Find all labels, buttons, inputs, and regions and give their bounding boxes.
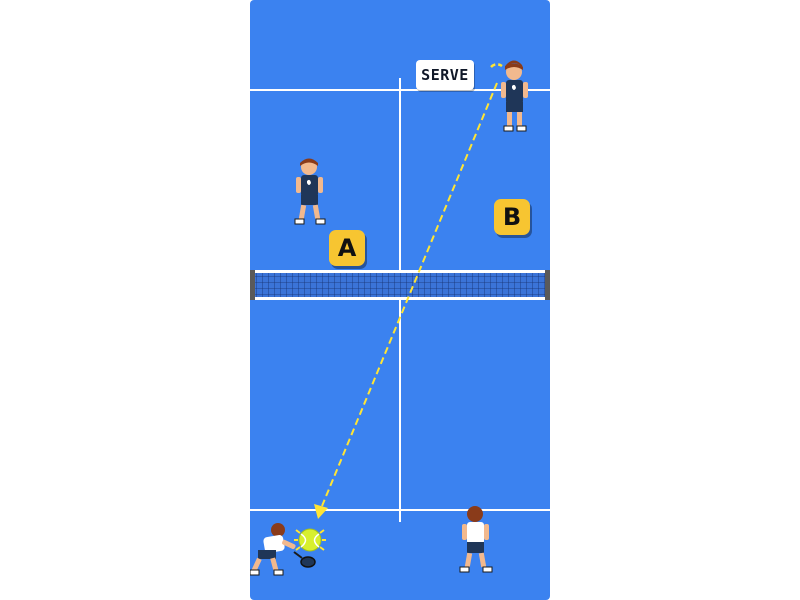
returner-player [250,523,316,576]
near-center-line [399,298,401,522]
zone-b-label: B [494,199,530,235]
near-right-player [459,506,493,573]
far-left-player [294,158,326,225]
zone-a-label: A [329,230,365,266]
serve-label: SERVE [416,60,474,90]
tennis-ball-icon [294,528,326,552]
server-player [501,60,528,132]
padel-court: A B SERVE [250,0,550,600]
serve-trajectory [314,63,503,519]
net [250,270,550,300]
far-center-line [399,78,401,278]
